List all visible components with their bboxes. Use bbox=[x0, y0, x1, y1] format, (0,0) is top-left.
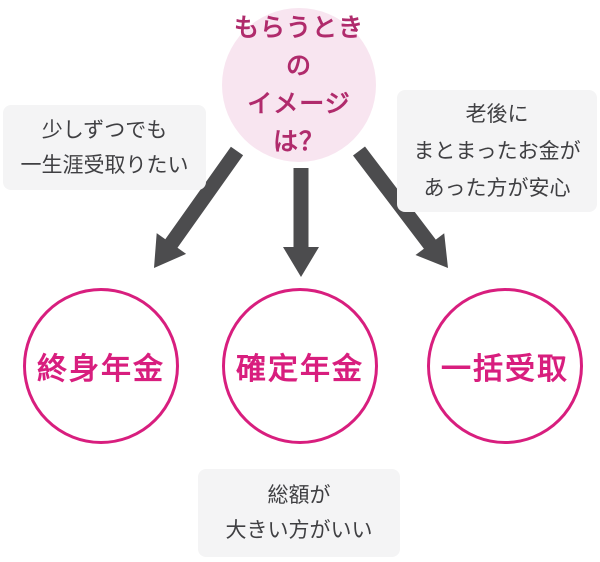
option-label: 一括受取 bbox=[441, 352, 569, 387]
note-line: 大きい方がいい bbox=[225, 518, 373, 542]
option-circle-lifetime-annuity: 終身年金 bbox=[23, 288, 179, 444]
note-line: 少しずつでも bbox=[41, 117, 168, 142]
option-label: 確定年金 bbox=[236, 352, 364, 387]
note-line: まとまったお金が bbox=[413, 138, 581, 163]
question-line: イメージは？ bbox=[247, 89, 351, 156]
option-label: 終身年金 bbox=[37, 352, 165, 387]
question-bubble: もらうときの イメージは？ bbox=[222, 8, 376, 162]
note-line: 総額が bbox=[267, 483, 331, 507]
option-circle-fixed-term-annuity: 確定年金 bbox=[222, 288, 378, 444]
note-bottom: 総額が 大きい方がいい bbox=[198, 469, 400, 557]
note-left: 少しずつでも 一生涯受取りたい bbox=[3, 105, 206, 190]
note-line: 一生涯受取りたい bbox=[20, 152, 189, 177]
question-line: もらうときの bbox=[233, 13, 364, 80]
arrow-down-icon bbox=[283, 168, 319, 277]
option-circle-lump-sum: 一括受取 bbox=[427, 288, 583, 444]
note-right: 老後に まとまったお金が あった方が安心 bbox=[397, 90, 597, 212]
note-line: 老後に bbox=[465, 101, 529, 126]
arrow-down-left-icon bbox=[154, 146, 244, 268]
note-line: あった方が安心 bbox=[423, 175, 571, 200]
